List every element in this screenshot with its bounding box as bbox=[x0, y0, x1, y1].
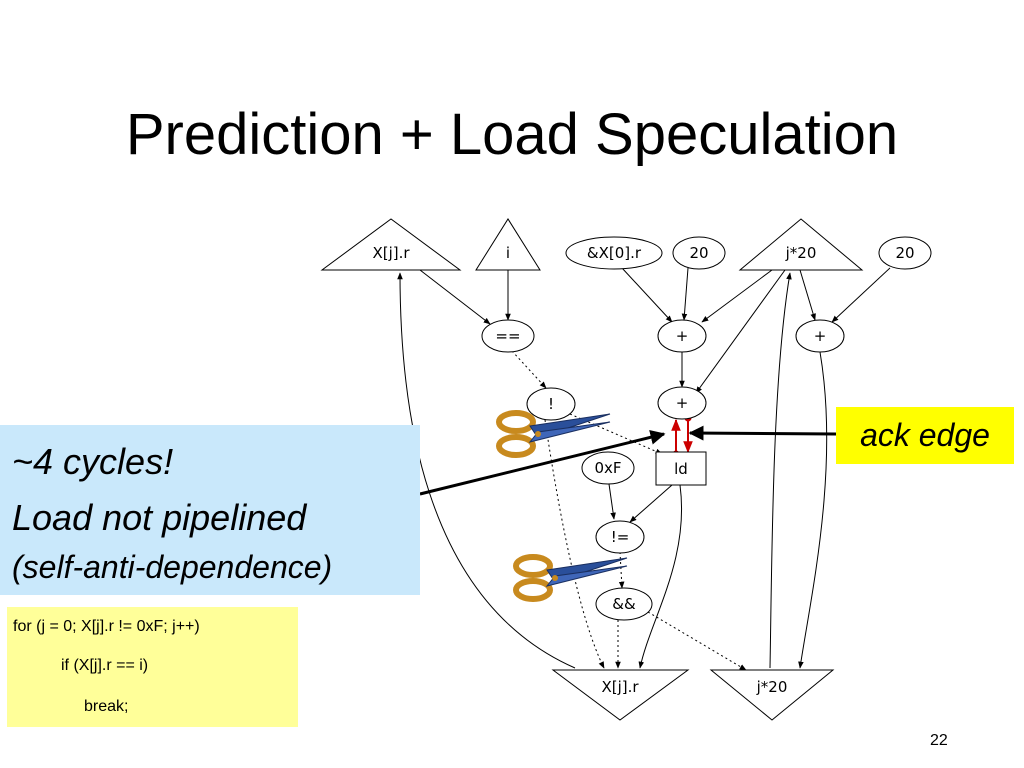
node-and-label: && bbox=[612, 595, 636, 613]
edge-addr-plus bbox=[621, 267, 673, 323]
edge-j20-plus bbox=[701, 269, 773, 323]
node-c20-a-label: 20 bbox=[689, 244, 708, 262]
node-plus-a-label: + bbox=[676, 327, 689, 345]
callout-line-cycles: ~4 cycles! bbox=[12, 441, 174, 482]
node-ld-label: ld bbox=[674, 460, 688, 478]
node-xjr-top-label: X[j].r bbox=[372, 244, 410, 262]
node-plus-c-label: + bbox=[676, 394, 689, 412]
ack-edge-label: ack edge bbox=[836, 407, 1014, 464]
edge-j20-plusb bbox=[799, 269, 816, 321]
callout-line-self-anti-dependence: (self-anti-dependence) bbox=[12, 549, 333, 585]
node-not-label: ! bbox=[548, 395, 554, 413]
node-0xF-label: 0xF bbox=[594, 459, 621, 477]
node-and: && bbox=[595, 587, 653, 621]
callout-line-not-pipelined: Load not pipelined bbox=[12, 497, 307, 538]
edge-plusb-j20 bbox=[798, 351, 828, 669]
node-i-label: i bbox=[506, 244, 510, 262]
node-0xF: 0xF bbox=[581, 451, 635, 485]
latency-callout: ~4 cycles! Load not pipelined (self-anti… bbox=[0, 425, 420, 595]
node-addr: &X[0].r bbox=[565, 236, 663, 270]
slide-title: Prediction + Load Speculation bbox=[125, 102, 899, 167]
node-addr-label: &X[0].r bbox=[587, 244, 642, 262]
node-plus-c: + bbox=[657, 386, 707, 420]
code-snippet: for (j = 0; X[j].r != 0xF; j++) if (X[j]… bbox=[7, 607, 298, 727]
ack-pointer-line bbox=[688, 425, 837, 441]
code-line-if: if (X[j].r == i) bbox=[61, 657, 149, 674]
node-xjr-top: X[j].r bbox=[320, 218, 462, 271]
edge-not-xjr bbox=[544, 419, 605, 669]
page-number: 22 bbox=[930, 732, 948, 749]
node-neq-label: != bbox=[611, 528, 630, 546]
node-c20-b-label: 20 bbox=[895, 244, 914, 262]
edge-and-j20 bbox=[647, 611, 747, 671]
edge-j20-feedback bbox=[769, 272, 792, 669]
edge-ld-xjr bbox=[638, 484, 683, 669]
node-j20-top: j*20 bbox=[738, 218, 864, 271]
node-eq: == bbox=[481, 319, 535, 353]
node-plus-b-label: + bbox=[814, 327, 827, 345]
code-line-for: for (j = 0; X[j].r != 0xF; j++) bbox=[13, 618, 200, 635]
node-xjr-bottom: X[j].r bbox=[551, 669, 690, 721]
node-plus-b: + bbox=[795, 319, 845, 353]
edge-neq-and bbox=[618, 551, 625, 589]
node-j20-bottom: j*20 bbox=[709, 669, 835, 721]
scissors-icon bbox=[496, 410, 611, 458]
edge-20-plus bbox=[681, 267, 689, 321]
edge-20b-plusb bbox=[831, 267, 891, 323]
callout-pointer-line bbox=[419, 429, 666, 496]
edge-xjr-eq bbox=[419, 269, 491, 325]
edge-j20-plusc bbox=[695, 269, 786, 394]
node-c20-a: 20 bbox=[672, 236, 726, 270]
edge-eq-not bbox=[511, 350, 547, 389]
ack-edge bbox=[671, 414, 693, 458]
node-i: i bbox=[475, 218, 541, 271]
node-xjr-bottom-label: X[j].r bbox=[601, 678, 639, 696]
node-neq: != bbox=[595, 520, 645, 554]
node-plus-a: + bbox=[657, 319, 707, 353]
edge-0xF-neq bbox=[608, 483, 616, 520]
node-ld: ld bbox=[655, 451, 707, 486]
node-c20-b: 20 bbox=[878, 236, 932, 270]
node-j20-bottom-label: j*20 bbox=[756, 678, 788, 696]
code-line-break: break; bbox=[84, 698, 129, 715]
node-eq-label: == bbox=[495, 327, 520, 345]
scissors-icon bbox=[513, 554, 628, 602]
node-not: ! bbox=[526, 387, 576, 421]
node-j20-top-label: j*20 bbox=[785, 244, 817, 262]
edge-ld-neq bbox=[629, 484, 673, 523]
